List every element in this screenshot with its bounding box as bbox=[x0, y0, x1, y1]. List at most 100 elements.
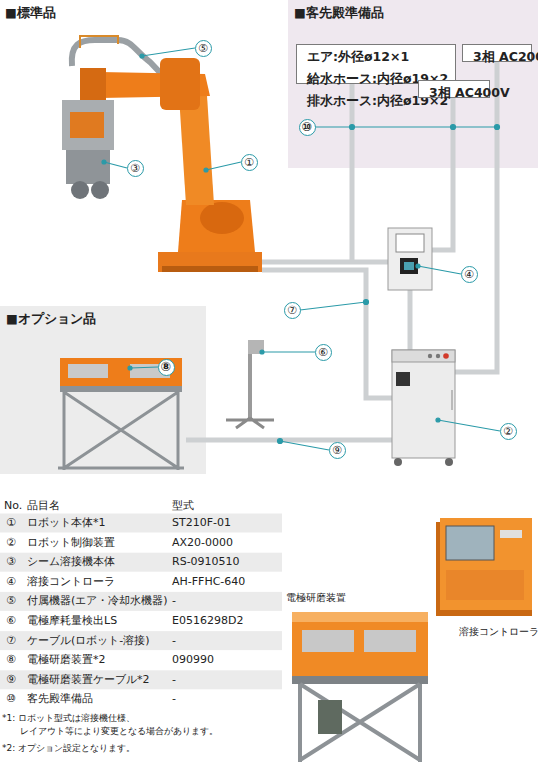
callout-number: ⑦ bbox=[284, 302, 301, 319]
callout-number: ⑧ bbox=[158, 359, 175, 376]
callout-text: ⑦ bbox=[287, 305, 297, 316]
welding-controller-illustration bbox=[388, 228, 432, 290]
leader-line-part bbox=[350, 125, 355, 130]
controller-photo bbox=[436, 518, 532, 616]
callout-number: ⑨ bbox=[329, 442, 346, 459]
section-heading: ■標準品 bbox=[5, 5, 56, 20]
leader-line-part bbox=[315, 126, 497, 127]
robot-illustration-part bbox=[70, 112, 104, 138]
table-cell: ⑥ bbox=[6, 614, 16, 627]
table-cell: ⑩ bbox=[6, 692, 16, 705]
electrode-dresser-illustration-part bbox=[60, 386, 182, 392]
leader-line-part bbox=[204, 168, 208, 172]
robot-controller-illustration-part bbox=[392, 350, 455, 458]
dresser-photo-part bbox=[292, 676, 428, 684]
leader-line-part bbox=[104, 162, 127, 168]
supply-box: 3相 AC200V bbox=[462, 44, 532, 62]
table-cell: ⑧ bbox=[6, 653, 16, 666]
dresser-photo-part bbox=[302, 630, 354, 652]
table-cell: 090990 bbox=[172, 653, 214, 666]
section-band: ■客先殿準備品エア:外径ø12×1給水ホース:内径ø19×2排水ホース:内径ø1… bbox=[288, 0, 538, 168]
table-cell: ③ bbox=[6, 555, 16, 568]
table-cell: ⑨ bbox=[6, 673, 16, 686]
dresser-photo bbox=[292, 612, 428, 762]
table-cell: ST210F-01 bbox=[172, 516, 231, 529]
leader-line-part bbox=[280, 441, 329, 450]
footnote: *2: オプション設定となります。 bbox=[2, 743, 135, 754]
leader-line-part bbox=[130, 367, 158, 368]
table-cell: E0516298D2 bbox=[172, 614, 243, 627]
dresser-photo-part bbox=[292, 612, 428, 676]
robot-illustration-part bbox=[62, 100, 114, 150]
table-cell: 付属機器(エア・冷却水機器) bbox=[27, 594, 168, 607]
table-cell: ロボット本体*1 bbox=[27, 516, 106, 529]
leader-line-part bbox=[364, 300, 369, 305]
robot-controller-illustration-part bbox=[436, 354, 440, 358]
robot-illustration-part bbox=[80, 36, 118, 48]
supply-text: 3相 AC400V bbox=[423, 82, 485, 104]
electrode-wear-sensor-illustration-part bbox=[248, 348, 252, 418]
table-cell: シーム溶接機本体 bbox=[27, 555, 115, 568]
table-cell: ② bbox=[6, 536, 16, 549]
table-cell: AX20-0000 bbox=[172, 536, 233, 549]
robot-illustration-part bbox=[71, 181, 89, 199]
leader-line-part bbox=[206, 162, 241, 170]
leader-line-part bbox=[438, 420, 500, 431]
supply-box: エア:外径ø12×1給水ホース:内径ø19×2排水ホース:内径ø19×2 bbox=[296, 44, 456, 84]
leader-line-part bbox=[128, 366, 132, 370]
welding-controller-illustration-part bbox=[396, 234, 424, 252]
table-cell: ① bbox=[6, 516, 16, 529]
callout-text: ⑥ bbox=[318, 347, 328, 358]
robot-illustration-part bbox=[91, 181, 109, 199]
leader-line-part bbox=[300, 302, 366, 310]
cable-part bbox=[186, 438, 392, 443]
cable-part bbox=[262, 260, 388, 265]
cable-part bbox=[408, 290, 413, 350]
welding-controller-illustration-part bbox=[404, 262, 414, 270]
photo-caption: 溶接コントローラ bbox=[459, 626, 538, 638]
robot-illustration-part bbox=[158, 252, 262, 272]
callout-number: ⑤ bbox=[195, 40, 212, 57]
leader-line-part bbox=[260, 350, 264, 354]
table-cell: 電極研磨装置ケーブル*2 bbox=[27, 673, 150, 686]
footnote: *1: ロボット型式は溶接機仕様、 レイアウト等により変更となる場合があります。 bbox=[2, 712, 260, 738]
table-header: 品目名 bbox=[27, 499, 60, 512]
table-cell: - bbox=[172, 634, 176, 647]
callout-number: ④ bbox=[461, 266, 478, 283]
leader-line-part bbox=[495, 125, 500, 130]
table-cell: 電極摩耗量検出LS bbox=[27, 614, 117, 627]
band-heading: ■オプション品 bbox=[0, 306, 206, 333]
robot-controller-illustration-part bbox=[443, 353, 449, 359]
callout-text: ③ bbox=[130, 163, 140, 174]
robot-illustration-part bbox=[66, 150, 110, 184]
band-heading: ■客先殿準備品 bbox=[288, 0, 538, 27]
robot-illustration-part bbox=[200, 202, 244, 234]
callout-text: ⑩ bbox=[296, 116, 319, 139]
callout-text: ② bbox=[503, 426, 513, 437]
controller-photo-part bbox=[446, 526, 494, 560]
leader-line-part bbox=[418, 266, 461, 274]
callout-number: ⑥ bbox=[315, 344, 332, 361]
table-header: No. bbox=[4, 499, 22, 512]
table-cell: 客先殿準備品 bbox=[27, 692, 93, 705]
table-shading-part bbox=[0, 670, 282, 689]
table-cell: RS-0910510 bbox=[172, 555, 240, 568]
callout-text: ① bbox=[244, 157, 254, 168]
table-cell: 溶接コントローラ bbox=[27, 575, 115, 588]
leader-line-part bbox=[140, 54, 144, 58]
dresser-photo-part bbox=[292, 612, 428, 622]
table-shading-part bbox=[0, 631, 282, 650]
robot-controller-illustration bbox=[392, 350, 455, 466]
robot-illustration bbox=[62, 36, 262, 272]
table-cell: AH-FFHC-640 bbox=[172, 575, 245, 588]
leader-line-part bbox=[278, 439, 283, 444]
dresser-photo-part bbox=[300, 684, 420, 762]
table-cell: ケーブル(ロボット-溶接) bbox=[27, 634, 150, 647]
welding-controller-illustration-part bbox=[388, 228, 432, 290]
callout-text: ④ bbox=[464, 269, 474, 280]
table-cell: - bbox=[172, 673, 176, 686]
leader-line-part bbox=[416, 264, 420, 268]
dresser-photo-part bbox=[318, 700, 342, 734]
leader-line-part bbox=[262, 351, 315, 352]
